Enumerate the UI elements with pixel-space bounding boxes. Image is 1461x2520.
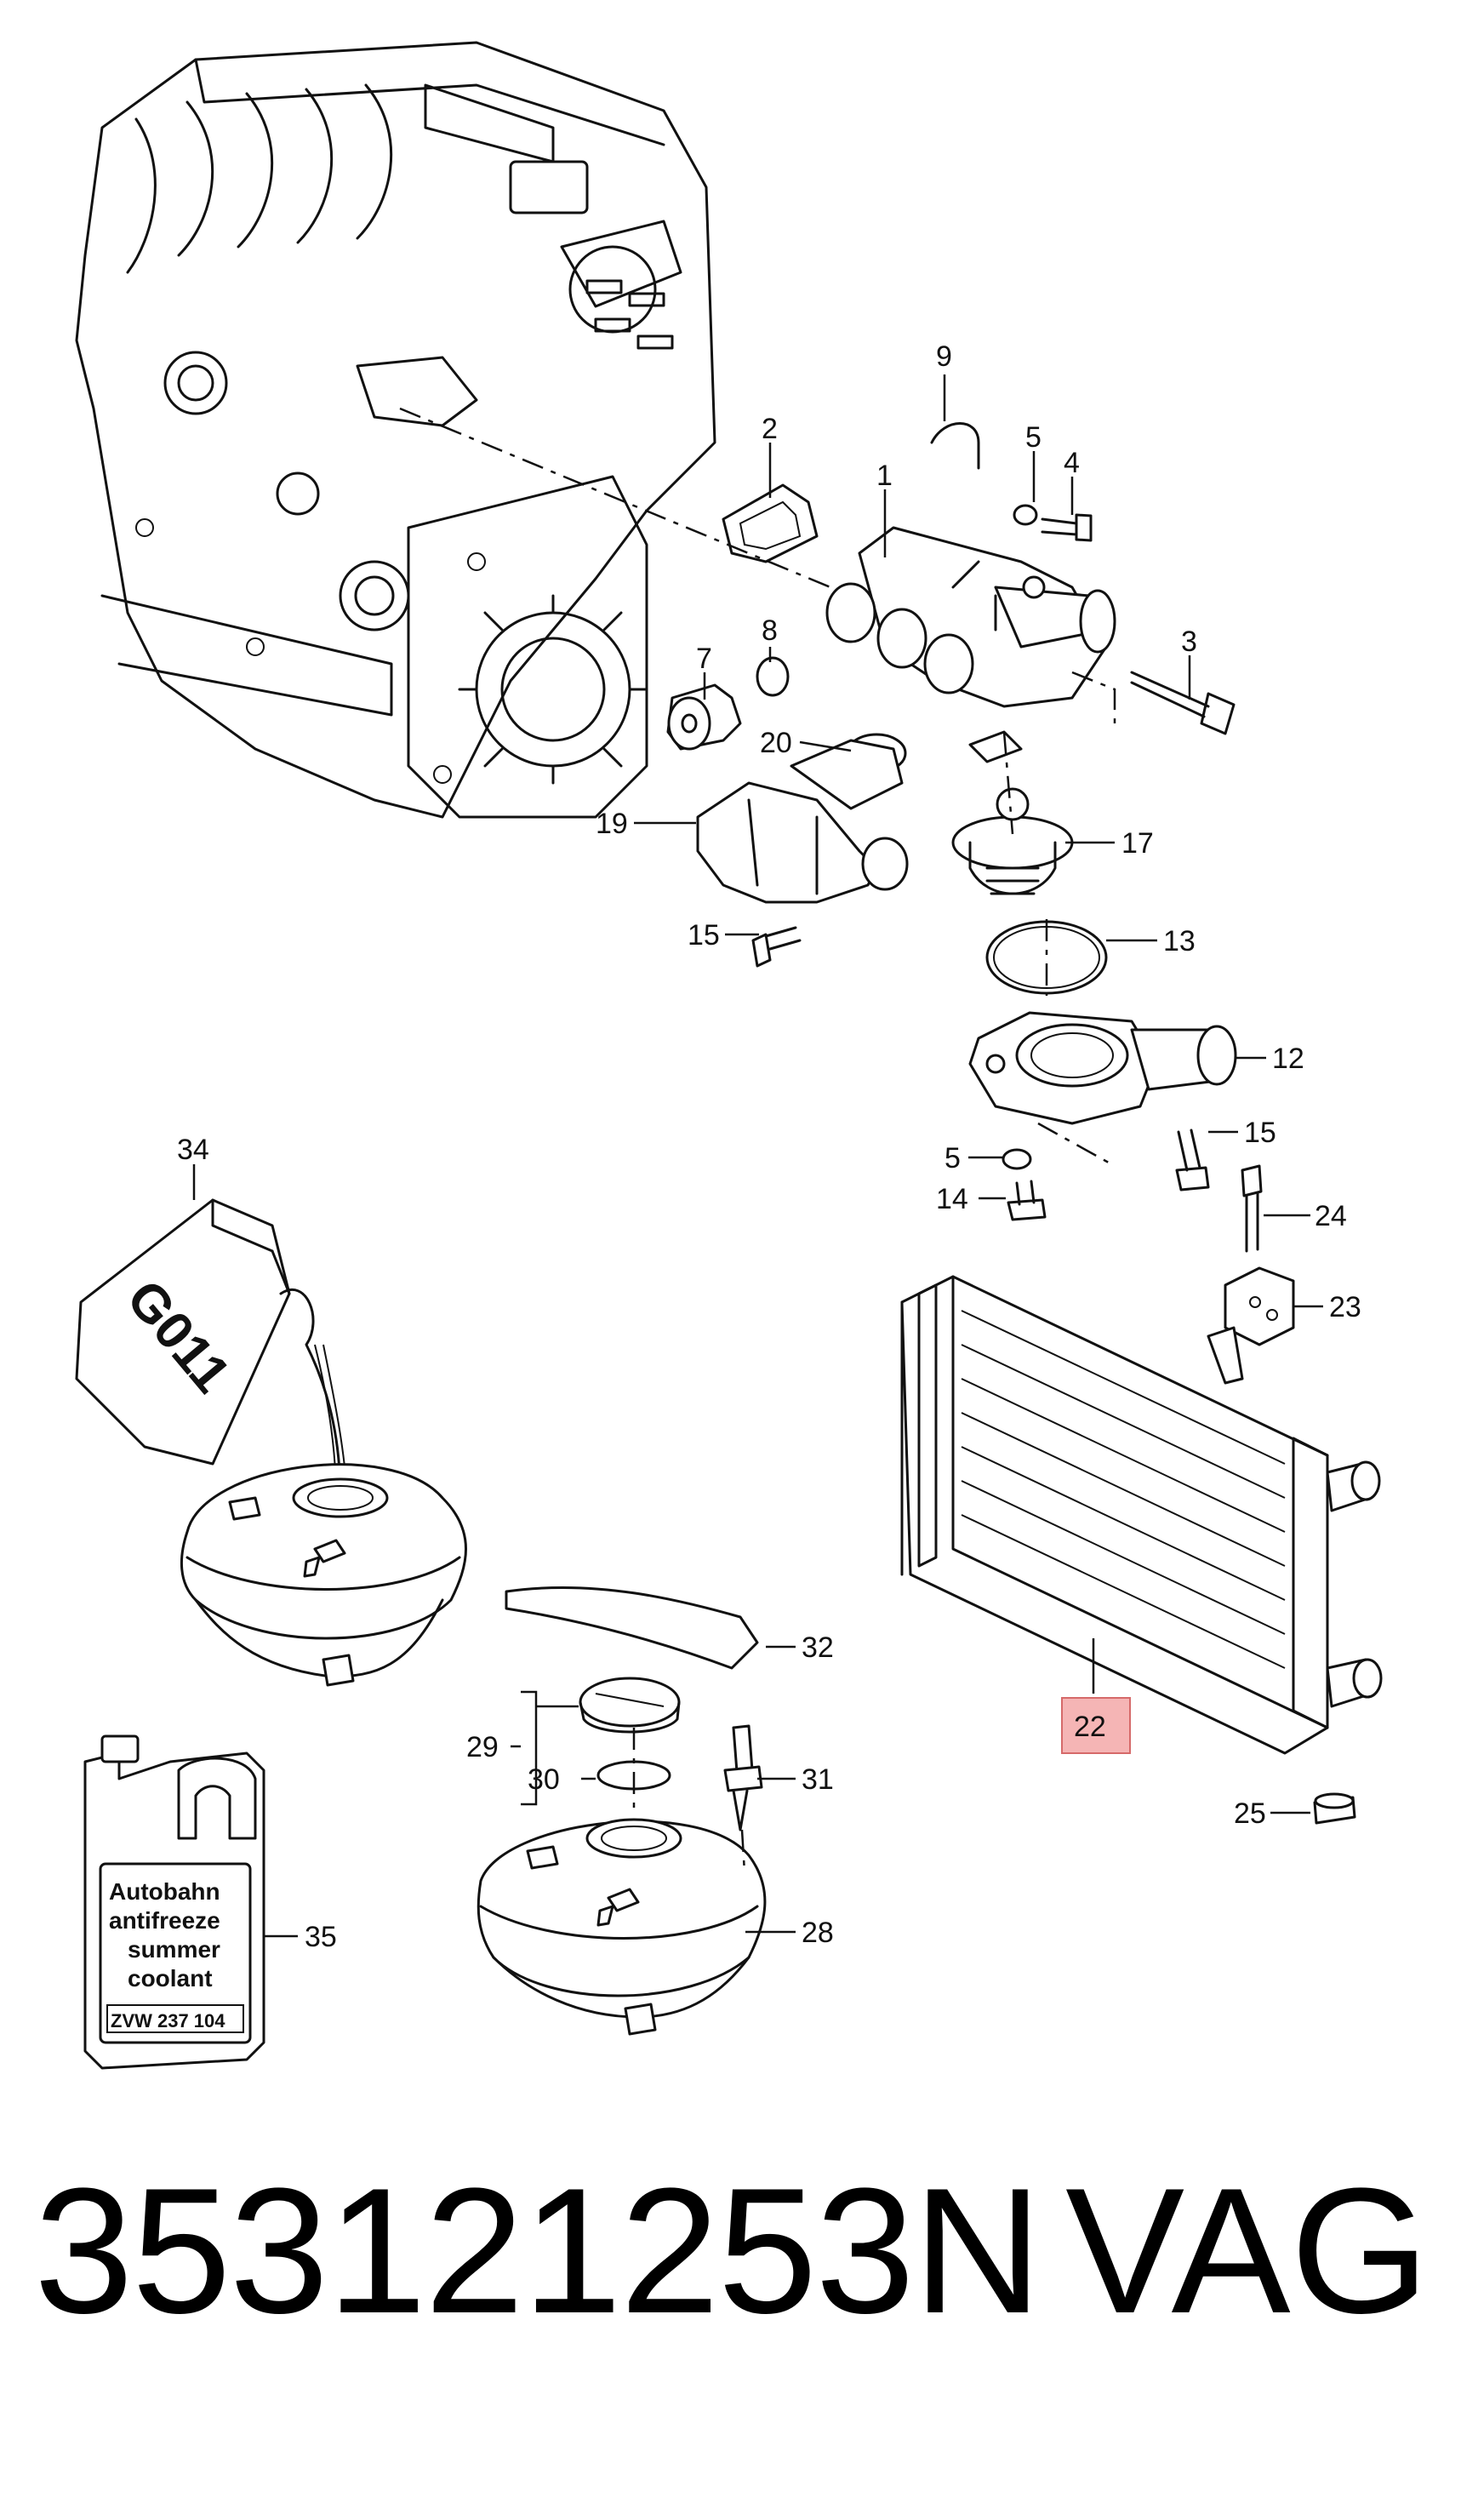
- coolant-flange-illustration: [825, 526, 1116, 708]
- callout-1: 1: [876, 460, 893, 492]
- gasket-2-illustration: [722, 483, 819, 563]
- bolt-4-illustration: [1041, 513, 1093, 542]
- callout-22-highlight: [1061, 1697, 1131, 1754]
- bolt-3-illustration: [1130, 671, 1236, 735]
- callout-30: 30: [528, 1763, 560, 1796]
- clip-9-illustration: [930, 422, 980, 470]
- coolant-label-code: ZVW 237 104: [111, 2010, 225, 2031]
- bolt-15-right-illustration: [1175, 1129, 1210, 1191]
- bolt-14-illustration: [1007, 1180, 1047, 1221]
- callout-14: 14: [936, 1183, 968, 1215]
- callout-25: 25: [1234, 1797, 1266, 1830]
- callout-29: 29: [466, 1731, 499, 1763]
- coolant-label-line3: summer: [128, 1936, 220, 1963]
- sensor-31-illustration: [723, 1724, 763, 1831]
- bolt-15-left-illustration: [751, 926, 802, 968]
- washer-5-bottom: [1002, 1148, 1032, 1170]
- coolant-label-line1: Autobahn: [109, 1878, 220, 1905]
- callout-12: 12: [1272, 1043, 1304, 1075]
- callout-15-right: 15: [1244, 1117, 1276, 1149]
- engine-block-illustration: [75, 41, 716, 819]
- callout-32: 32: [802, 1631, 834, 1664]
- bolt-24-illustration: [1241, 1164, 1263, 1253]
- leader-lines: [192, 374, 1323, 1938]
- callouts: 1 2 3 4 5 7 8 9 12 13 14 15 15 5 17 19 2…: [177, 340, 1361, 1953]
- brand-name: VAG: [1065, 2151, 1430, 2351]
- callout-24: 24: [1315, 1200, 1347, 1232]
- coolant-jug-34-illustration: G011: [75, 1198, 348, 1500]
- callout-35: 35: [305, 1921, 337, 1953]
- callout-13: 13: [1163, 925, 1196, 957]
- o-ring-8: [756, 656, 790, 697]
- callout-15-left: 15: [688, 919, 720, 951]
- callout-5-top: 5: [1025, 421, 1042, 454]
- footer: 353121253N VAG: [34, 2162, 1430, 2366]
- cap-29-illustration: [579, 1677, 681, 1734]
- washer-5-top: [1013, 504, 1038, 526]
- thermostat-17-illustration: [951, 730, 1074, 895]
- callout-5-bottom: 5: [945, 1142, 961, 1174]
- tank-strap-32-illustration: [505, 1586, 759, 1670]
- callout-9: 9: [936, 340, 952, 373]
- callout-22: 22: [1074, 1711, 1106, 1743]
- coolant-pipe-19-illustration: [696, 739, 909, 904]
- expansion-tank-28-illustration: [477, 1818, 767, 2036]
- callout-4: 4: [1064, 447, 1080, 479]
- callout-20: 20: [760, 727, 792, 759]
- callout-19: 19: [596, 808, 628, 840]
- callout-2: 2: [762, 413, 778, 445]
- coolant-label-line4: coolant: [128, 1965, 213, 1991]
- thermostat-cover-12-illustration: [968, 1011, 1237, 1125]
- callout-34: 34: [177, 1134, 209, 1166]
- callout-3: 3: [1181, 626, 1197, 658]
- expansion-tank-illustration: [180, 1463, 467, 1687]
- callout-8: 8: [762, 614, 778, 647]
- bracket-23-illustration: [1224, 1266, 1295, 1346]
- callout-17: 17: [1121, 827, 1154, 860]
- radiator-22-illustration: [900, 1275, 1383, 1755]
- coolant-bottle-35-illustration: Autobahn antifreeze summer coolant ZVW 2…: [83, 1734, 265, 2070]
- coolant-label-line2: antifreeze: [109, 1907, 220, 1934]
- part-number: 353121253N: [34, 2151, 1042, 2351]
- callout-31: 31: [802, 1763, 834, 1796]
- callout-23: 23: [1329, 1291, 1361, 1323]
- callout-7: 7: [696, 643, 712, 675]
- callout-28: 28: [802, 1917, 834, 1949]
